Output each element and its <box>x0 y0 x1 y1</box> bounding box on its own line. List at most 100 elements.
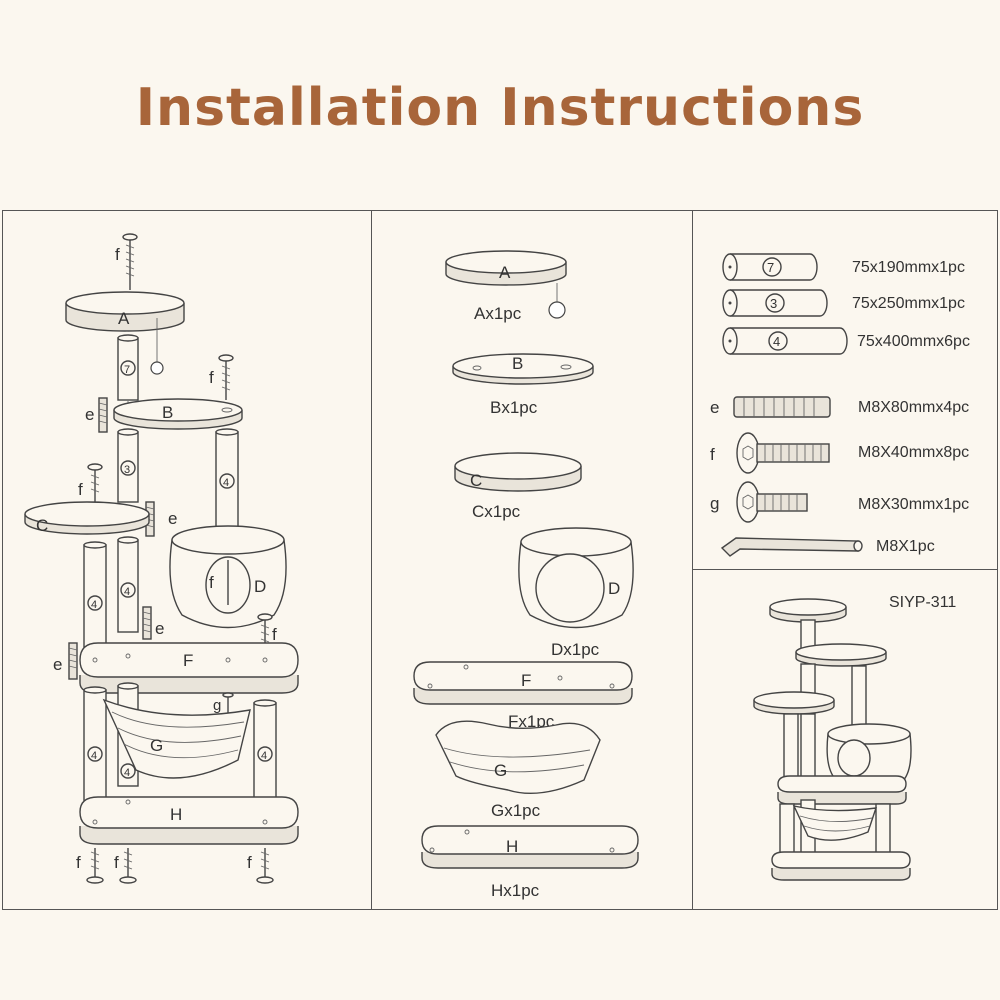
screw-f-icon <box>87 463 103 505</box>
post-250-icon: 3 <box>722 289 828 317</box>
part-caption: Fx1pc <box>508 712 555 731</box>
hardware-spec: M8X1pc <box>876 538 935 555</box>
label-e-b: e <box>85 405 94 424</box>
toy-ball-icon <box>548 301 566 319</box>
finished-view-panel <box>692 569 998 910</box>
post-number: 7 <box>767 260 774 275</box>
label-g: g <box>213 697 221 714</box>
part-caption: Ax1pc <box>474 304 522 323</box>
label-f-bottom-3: f <box>247 853 252 872</box>
part-g: G <box>435 720 601 795</box>
post-label-7: 7 <box>124 364 130 376</box>
screw-e-icon <box>68 642 78 680</box>
part-h: H <box>421 825 639 869</box>
board-a-icon <box>65 291 185 332</box>
part-letter: F <box>521 671 531 690</box>
part-a: A <box>445 250 567 319</box>
label-e-f: e <box>155 619 164 638</box>
label-board-g: G <box>150 736 163 755</box>
screw-e-icon <box>98 397 108 433</box>
condo-d-icon <box>169 525 287 629</box>
allen-key-icon <box>720 537 863 557</box>
hammock-g-icon <box>102 698 251 779</box>
part-letter: D <box>608 579 620 598</box>
label-f-bottom-2: f <box>114 853 119 872</box>
post-label-4: 4 <box>91 599 97 611</box>
part-caption: Bx1pc <box>490 398 538 417</box>
post-4-icon <box>117 536 139 633</box>
label-f-b: f <box>209 368 214 387</box>
part-c: C <box>454 452 582 492</box>
post-label-4: 4 <box>91 750 97 762</box>
exploded-assembly: f A 7 f <box>24 233 299 884</box>
part-caption: Dx1pc <box>551 640 600 659</box>
label-f-top: f <box>115 245 120 264</box>
toy-ball-icon <box>150 361 164 375</box>
screw-f-icon <box>218 354 234 400</box>
board-h-icon <box>79 796 299 845</box>
part-f: F <box>413 661 633 705</box>
hardware-label: g <box>710 494 719 513</box>
post-4-icon <box>253 699 277 810</box>
screw-f-icon <box>257 613 273 650</box>
part-letter: A <box>499 263 511 282</box>
post-label-4: 4 <box>124 767 130 779</box>
post-label-3: 3 <box>124 464 130 476</box>
part-caption: Cx1pc <box>472 502 521 521</box>
label-e-left: e <box>53 655 62 674</box>
page-title: Installation Instructions <box>135 78 865 138</box>
hardware-spec: M8X40mmx8pc <box>858 444 969 461</box>
post-label-4: 4 <box>261 750 267 762</box>
board-b-icon <box>113 398 243 430</box>
post-label-4: 4 <box>124 586 130 598</box>
part-b: B <box>452 353 594 385</box>
label-e-c: e <box>168 509 177 528</box>
screw-f-icon <box>119 848 137 884</box>
label-f-d: f <box>209 573 214 592</box>
hardware-spec: 75x400mmx6pc <box>857 333 970 350</box>
threaded-rod-icon <box>733 396 831 418</box>
screw-e-icon <box>142 606 152 640</box>
post-7-icon <box>117 334 139 401</box>
hardware-spec: M8X30mmx1pc <box>858 496 969 513</box>
part-letter: C <box>470 471 482 490</box>
label-f-bottom-1: f <box>76 853 81 872</box>
label-board-b: B <box>162 403 173 422</box>
part-d: D <box>518 527 634 629</box>
label-f-f: f <box>272 625 277 644</box>
hardware-spec: 75x190mmx1pc <box>852 259 965 276</box>
screw-f-icon <box>86 848 104 884</box>
label-board-h: H <box>170 805 182 824</box>
hardware-list: 7 75x190mmx1pc 3 75x250mmx1pc 4 75x400mm… <box>710 253 970 557</box>
hex-bolt-icon <box>736 481 808 523</box>
model-number: SIYP-311 <box>889 594 956 611</box>
post-3-icon <box>117 428 139 503</box>
post-400-icon: 4 <box>722 327 848 355</box>
post-4-icon <box>83 686 107 809</box>
label-board-f: F <box>183 651 193 670</box>
part-caption: Gx1pc <box>491 801 541 820</box>
parts-list: A Ax1pc B Bx1pc C Cx1pc <box>413 250 639 900</box>
label-board-c: C <box>36 516 48 535</box>
part-letter: H <box>506 837 518 856</box>
post-190-icon: 7 <box>722 253 818 281</box>
screw-f-icon <box>122 233 138 290</box>
hardware-spec: 75x250mmx1pc <box>852 295 965 312</box>
part-letter: G <box>494 761 507 780</box>
part-letter: B <box>512 354 523 373</box>
hex-bolt-icon <box>736 432 830 474</box>
post-label-4: 4 <box>223 477 229 489</box>
board-c-icon <box>24 501 150 535</box>
hardware-label: f <box>710 445 715 464</box>
post-number: 3 <box>770 296 777 311</box>
label-f-c: f <box>78 480 83 499</box>
post-number: 4 <box>773 334 780 349</box>
screw-f-icon <box>256 848 274 884</box>
part-caption: Hx1pc <box>491 881 540 900</box>
label-board-d: D <box>254 577 266 596</box>
post-4-icon <box>215 428 239 531</box>
hardware-label: e <box>710 398 719 417</box>
hardware-spec: M8X80mmx4pc <box>858 399 969 416</box>
